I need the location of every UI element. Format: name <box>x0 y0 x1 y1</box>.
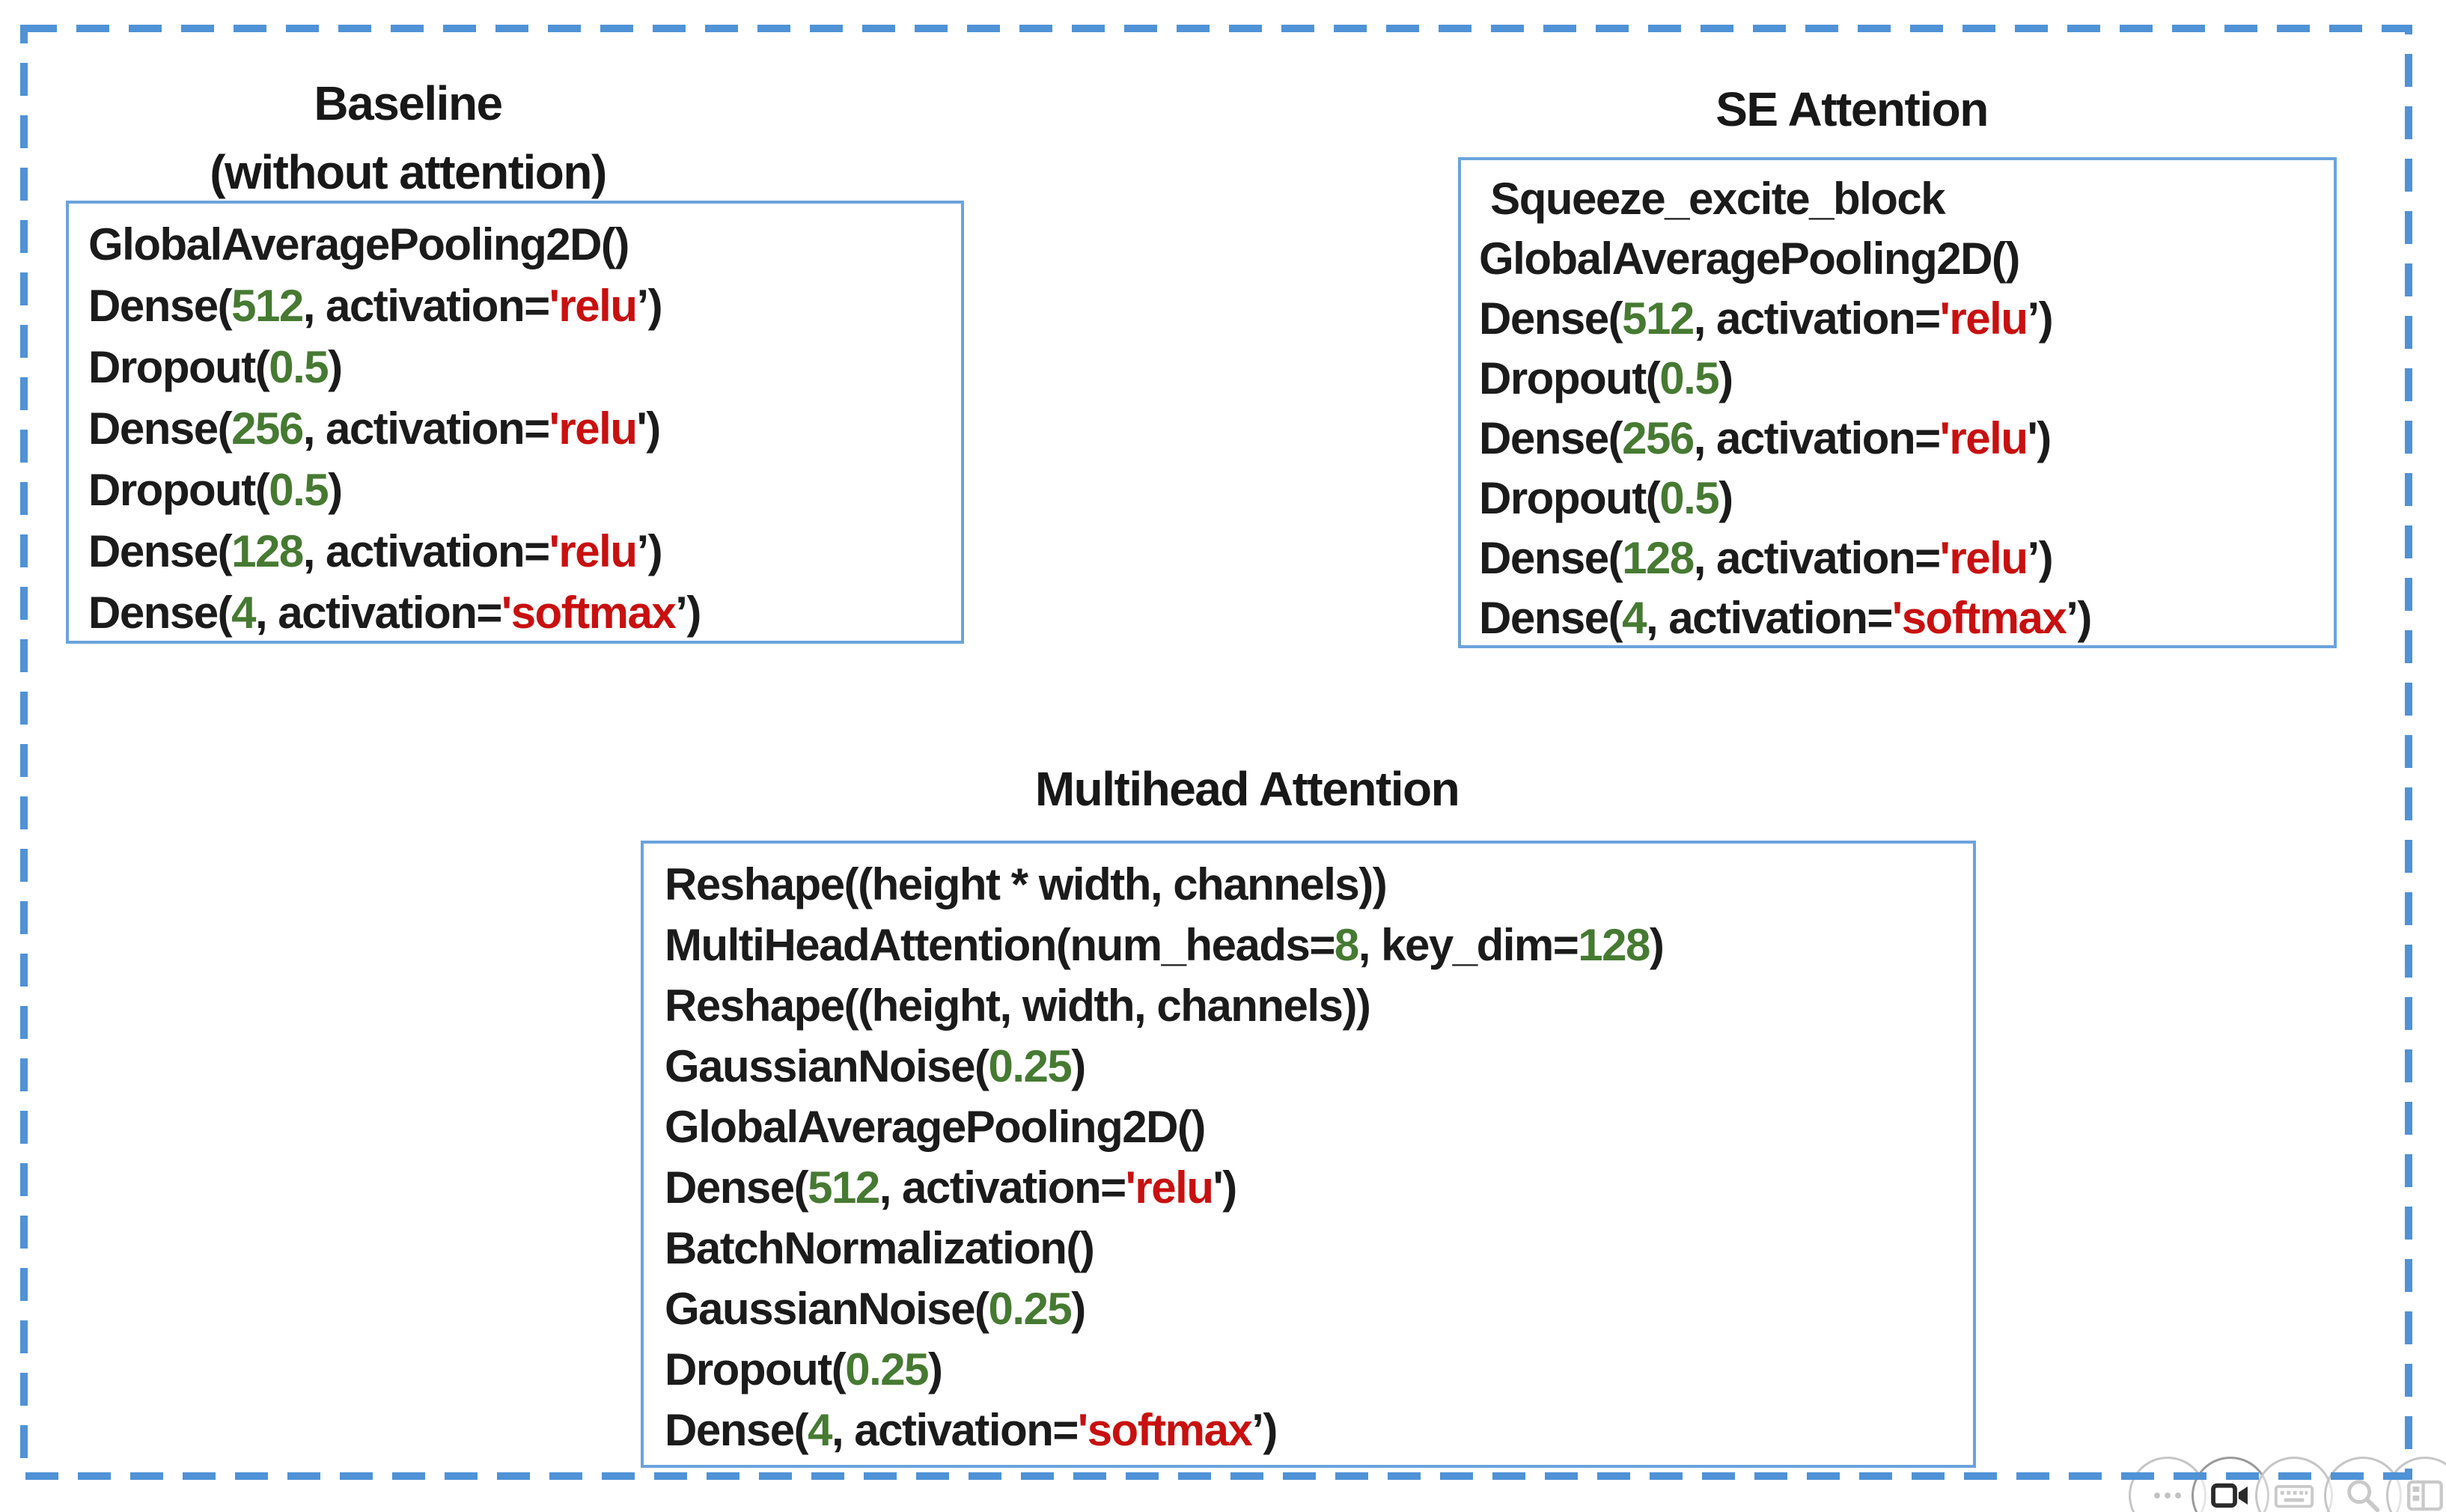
multihead-attention-title-line1: Multihead Attention <box>1034 762 1460 816</box>
code-line: GaussianNoise(0.25) <box>665 1041 1086 1091</box>
panel-button[interactable] <box>2386 1457 2446 1512</box>
code-line: GlobalAveragePooling2D() <box>665 1102 1206 1152</box>
se-attention-panel-title: SE Attention <box>1552 75 2151 144</box>
baseline-title-line1: Baseline <box>314 76 503 130</box>
code-line: BatchNormalization() <box>665 1223 1095 1273</box>
keyboard-button[interactable] <box>2255 1457 2333 1512</box>
code-line: Dropout(0.5) <box>1479 353 1733 403</box>
code-line: Dense(4, activation='softmax’) <box>88 588 701 638</box>
baseline-title-line2: (without attention) <box>210 145 607 199</box>
code-line: Dense(512, activation='relu’) <box>88 281 663 331</box>
code-line: MultiHeadAttention(num_heads=8, key_dim=… <box>665 920 1665 970</box>
baseline-code-box: GlobalAveragePooling2D() Dense(512, activ… <box>66 201 964 644</box>
code-line: Reshape((height * width, channels)) <box>665 859 1388 909</box>
code-line: Dense(256, activation='relu') <box>1479 413 2052 463</box>
search-icon <box>2347 1480 2380 1512</box>
code-line: Dropout(0.5) <box>88 342 343 392</box>
code-line: GlobalAveragePooling2D() <box>1479 234 2020 284</box>
more-options-icon <box>2154 1493 2181 1499</box>
se-attention-title-line1: SE Attention <box>1715 82 1989 136</box>
multihead-attention-panel-title: Multihead Attention <box>948 755 1546 823</box>
code-line: Dropout(0.25) <box>665 1344 943 1394</box>
code-line: Squeeze_excite_block <box>1479 174 1946 224</box>
baseline-panel-title: Baseline (without attention) <box>97 69 719 207</box>
video-camera-icon <box>2211 1483 2248 1508</box>
panel-icon <box>2407 1480 2443 1511</box>
code-line: Dropout(0.5) <box>1479 473 1733 523</box>
code-line: Dense(256, activation='relu') <box>88 403 661 454</box>
multihead-attention-code-box: Reshape((height * width, channels)) Multi… <box>641 841 1976 1468</box>
code-line: Reshape((height, width, channels)) <box>665 981 1371 1031</box>
code-line: Dense(4, activation='softmax’) <box>665 1405 1278 1455</box>
code-line: Dense(4, activation='softmax’) <box>1479 593 2092 643</box>
keyboard-icon <box>2274 1484 2314 1508</box>
code-line: Dense(128, activation='relu’) <box>1479 533 2054 583</box>
code-line: GlobalAveragePooling2D() <box>88 219 629 269</box>
code-line: Dense(512, activation='relu') <box>665 1162 1237 1213</box>
code-line: Dropout(0.5) <box>88 465 343 515</box>
code-line: Dense(512, activation='relu’) <box>1479 293 2054 344</box>
code-line: Dense(128, activation='relu’) <box>88 526 663 576</box>
code-line: GaussianNoise(0.25) <box>665 1284 1086 1334</box>
